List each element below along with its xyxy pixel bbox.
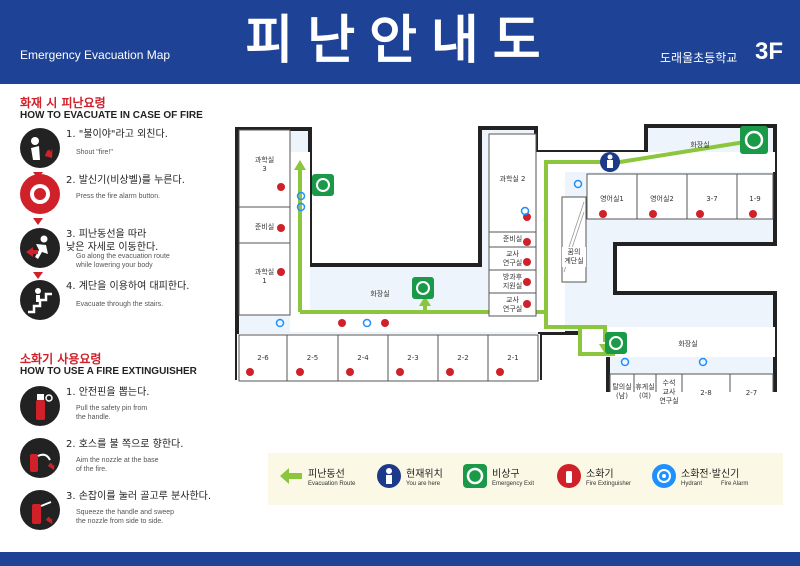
dream-stairwell: 꿈의 계단실 xyxy=(562,247,586,267)
stairs-escape-icon xyxy=(20,280,60,320)
legend-evacuation-route: 피난동선 Evacuation Route xyxy=(278,463,368,495)
fire-section-title: 화재 시 피난요령 xyxy=(20,96,106,110)
map-subtitle: Emergency Evacuation Map xyxy=(20,48,171,62)
restroom-a: 화장실 xyxy=(370,289,390,298)
room-prep-1: 준비실 xyxy=(254,222,275,231)
room-teacher-a: 교사 연구실 xyxy=(502,249,523,267)
extinguisher-section-title: 소화기 사용요령 xyxy=(20,352,102,366)
squeeze-handle-icon xyxy=(20,490,60,530)
floor-plan-walls xyxy=(235,124,777,392)
map-legend: 피난동선 Evacuation Route 현재위치 You are here … xyxy=(268,453,783,505)
school-name: 도래울초등학교 xyxy=(660,51,738,65)
floor-map: 과학실 3 준비실 과학실 1 화장실 2-6 2-5 2-4 2-3 2-2 … xyxy=(230,122,790,405)
room-2-1: 2-1 xyxy=(507,353,519,362)
room-1-9: 1-9 xyxy=(749,194,761,203)
ext-step-2-text: 2. 호스를 불 쪽으로 향한다. xyxy=(66,439,184,450)
restroom-b: 화장실 xyxy=(690,140,710,149)
ext-step-1-text: 1. 안전핀을 뽑는다. xyxy=(66,387,150,398)
fire-step-3-text: 3. 피난동선을 따라 낮은 자세로 이동한다. xyxy=(66,229,159,253)
ext-step-1-en: Pull the safety pin from the handle. xyxy=(76,405,148,421)
step-arrow xyxy=(33,272,43,279)
legend-emergency-exit: 비상구 Emergency Exit xyxy=(462,463,552,495)
room-afterschool: 방과후 지원실 xyxy=(502,272,523,290)
page-title: 피난안내도 xyxy=(245,11,555,71)
restroom-c: 화장실 xyxy=(678,339,698,348)
fire-step-4-en: Evacuate through the stairs. xyxy=(76,301,164,308)
you-are-here-icon xyxy=(377,464,401,488)
room-changing-male: 탈의실 (남) xyxy=(612,383,632,400)
fire-alarm-button-icon xyxy=(20,174,60,214)
ext-step-2-en: Aim the nozzle at the base of the fire. xyxy=(76,457,159,473)
fire-step-2-en: Press the fire alarm button. xyxy=(76,193,161,200)
room-prep-2: 준비실 xyxy=(502,235,523,243)
fire-step-1-en: Shout "fire!" xyxy=(76,149,113,156)
footer-bar xyxy=(0,552,800,566)
room-2-3: 2-3 xyxy=(407,353,419,362)
ext-step-2: 2. 호스를 불 쪽으로 향한다. Aim the nozzle at the … xyxy=(18,436,248,480)
legend-sublabel: Evacuation Route xyxy=(308,481,356,487)
room-2-5: 2-5 xyxy=(306,353,319,362)
step-arrow xyxy=(33,218,43,225)
ext-step-3-text: 3. 손잡이를 눌러 골고루 분사한다. xyxy=(66,491,212,502)
legend-hydrant-alarm: 소화전·발신기 Hydrant Fire Alarm xyxy=(651,463,779,495)
room-english-1: 영어실1 xyxy=(600,194,624,203)
legend-sublabel-2: Fire Alarm xyxy=(721,481,749,487)
legend-label: 비상구 xyxy=(492,469,520,480)
room-science-1: 과학실 1 xyxy=(254,268,275,285)
fire-step-4: 4. 계단을 이용하여 대피한다. Evacuate through the s… xyxy=(18,278,248,322)
room-2-6: 2-6 xyxy=(257,353,269,362)
room-english-2: 영어실2 xyxy=(650,194,674,203)
room-lounge-female: 휴게실 (여) xyxy=(635,383,655,400)
fire-step-3: 3. 피난동선을 따라 낮은 자세로 이동한다. Go along the ev… xyxy=(18,226,248,270)
legend-you-are-here: 현재위치 You are here xyxy=(376,463,456,495)
room-2-2: 2-2 xyxy=(457,353,469,362)
fire-step-4-text: 4. 계단을 이용하여 대피한다. xyxy=(66,281,190,292)
shout-fire-icon xyxy=(20,128,60,168)
room-3-7: 3-7 xyxy=(706,194,718,203)
hydrant-alarm-icon xyxy=(652,464,676,488)
ext-step-1: 1. 안전핀을 뽑는다. Pull the safety pin from th… xyxy=(18,384,248,428)
ext-step-3-en: Squeeze the handle and sweep the nozzle … xyxy=(76,509,175,525)
legend-label: 피난동선 xyxy=(308,469,345,480)
room-head-teacher: 수석 교사 연구실 xyxy=(659,378,679,405)
emergency-exit-icon xyxy=(463,464,487,488)
fire-step-3-en: Go along the evacuation route while lowe… xyxy=(76,253,170,269)
fire-step-1-text: 1. "불이야"라고 외친다. xyxy=(66,129,168,140)
legend-sublabel: Fire Extinguisher xyxy=(586,481,632,487)
room-science-2: 과학실 2 xyxy=(499,174,526,183)
legend-label: 소화전·발신기 xyxy=(681,469,740,480)
extinguisher-section-subtitle: HOW TO USE A FIRE EXTINGUISHER xyxy=(20,366,197,377)
fire-step-1: 1. "불이야"라고 외친다. Shout "fire!" xyxy=(18,126,248,170)
legend-label: 현재위치 xyxy=(406,469,443,480)
room-2-4: 2-4 xyxy=(357,353,369,362)
fire-section-subtitle: HOW TO EVACUATE IN CASE OF FIRE xyxy=(20,110,203,121)
fire-step-2: 2. 발신기(비상벨)를 누른다. Press the fire alarm b… xyxy=(18,172,248,216)
legend-sublabel: Emergency Exit xyxy=(492,481,535,487)
crouch-escape-icon xyxy=(20,228,60,268)
aim-nozzle-icon xyxy=(20,438,60,478)
room-2-7: 2-7 xyxy=(745,388,758,397)
pull-pin-icon xyxy=(20,386,60,426)
room-teacher-b: 교사 연구실 xyxy=(502,295,523,313)
legend-sublabel: Hydrant xyxy=(681,481,703,487)
fire-extinguisher-icon xyxy=(557,464,581,488)
legend-fire-extinguisher: 소화기 Fire Extinguisher xyxy=(556,463,646,495)
evacuation-route-arrow-icon xyxy=(280,468,302,484)
room-2-8: 2-8 xyxy=(700,388,712,397)
room-science-3: 과학실 3 xyxy=(254,156,275,173)
header-bar: Emergency Evacuation Map 피난안내도 도래울초등학교 3… xyxy=(0,0,800,84)
legend-sublabel: You are here xyxy=(406,481,441,487)
floor-label: 3F xyxy=(755,38,784,65)
ext-step-3: 3. 손잡이를 눌러 골고루 분사한다. Squeeze the handle … xyxy=(18,488,248,532)
legend-label: 소화기 xyxy=(586,469,614,480)
fire-step-2-text: 2. 발신기(비상벨)를 누른다. xyxy=(66,175,185,186)
